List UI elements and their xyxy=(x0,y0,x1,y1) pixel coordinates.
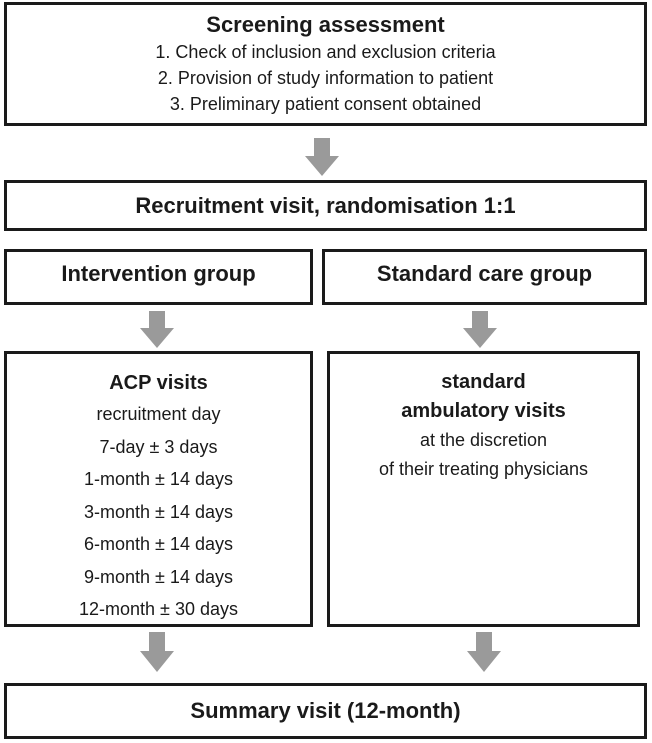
acp-visits-box: ACP visits recruitment day 7-day ± 3 day… xyxy=(4,351,313,627)
screening-item-2: 2. Provision of study information to pat… xyxy=(157,68,494,88)
intervention-group-title: Intervention group xyxy=(61,261,256,286)
screening-title: Screening assessment xyxy=(206,12,445,37)
acp-visit-item: 12-month ± 30 days xyxy=(79,599,238,619)
recruitment-visit-box: Recruitment visit, randomisation 1:1 xyxy=(4,180,647,231)
screening-assessment-box: Screening assessment 1. Check of inclusi… xyxy=(4,2,647,126)
acp-visit-item: 3-month ± 14 days xyxy=(84,501,233,522)
intervention-group-box: Intervention group xyxy=(4,249,313,305)
acp-visit-item: 6-month ± 14 days xyxy=(84,534,233,554)
recruitment-title: Recruitment visit, randomisation 1:1 xyxy=(135,193,516,218)
summary-visit-box: Summary visit (12-month) xyxy=(4,683,647,739)
arrow-down-icon xyxy=(140,632,174,672)
ambulatory-heading-line-1: standard xyxy=(441,371,526,393)
ambulatory-heading-line-2: ambulatory visits xyxy=(401,400,566,422)
ambulatory-item-2: of their treating physicians xyxy=(378,459,589,479)
arrow-down-icon xyxy=(467,632,501,672)
arrow-down-icon xyxy=(140,311,174,348)
screening-item-1: 1. Check of inclusion and exclusion crit… xyxy=(155,42,496,62)
standard-care-group-box: Standard care group xyxy=(322,249,647,305)
acp-visit-item: 9-month ± 14 days xyxy=(84,566,233,587)
arrow-down-icon xyxy=(305,138,339,176)
acp-visit-item: 7-day ± 3 days xyxy=(99,436,218,457)
screening-item-3: 3. Preliminary patient consent obtained xyxy=(169,94,482,114)
standard-ambulatory-visits-box: standard ambulatory visits at the discre… xyxy=(327,351,640,627)
standard-care-group-title: Standard care group xyxy=(376,261,593,286)
acp-visit-item: recruitment day xyxy=(96,404,221,424)
ambulatory-item-1: at the discretion xyxy=(419,430,548,450)
acp-visits-heading: ACP visits xyxy=(109,372,208,394)
summary-title: Summary visit (12-month) xyxy=(190,698,461,723)
acp-visit-item: 1-month ± 14 days xyxy=(84,469,233,489)
arrow-down-icon xyxy=(463,311,497,348)
